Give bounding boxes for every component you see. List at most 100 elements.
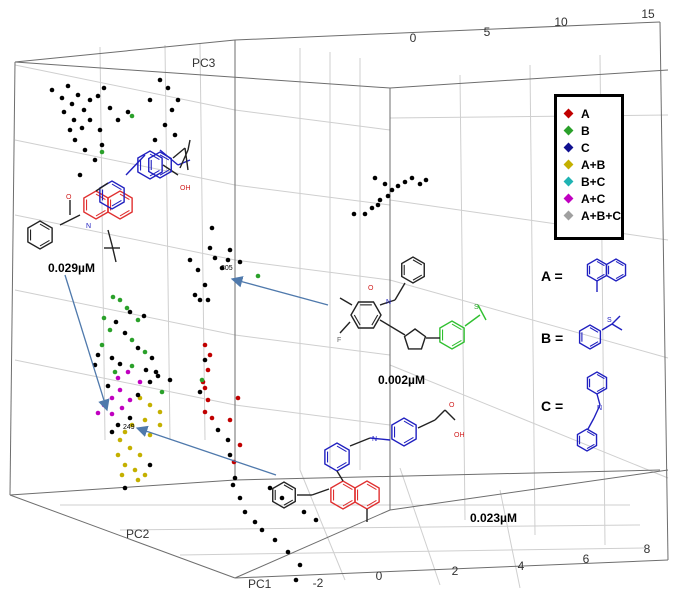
phenyl-ring-blue-bond [336,445,347,453]
sulfonylphenyl-ring-bond [451,339,462,347]
box-edge [14,61,391,89]
dimethylphenyl-ring-bond [412,259,423,266]
data-point [157,422,163,428]
data-point [77,172,83,178]
phenyl-ring-blue-bond [336,461,347,469]
data-point [122,485,128,491]
dimethylphenyl-ring-bond [412,274,423,281]
data-point [175,97,181,103]
bond [434,409,446,421]
data-point [71,117,77,123]
data-point [122,429,128,435]
phenyl-ring [27,220,53,250]
bond [611,323,623,331]
fragment-b-ring [578,324,602,350]
box-edge [14,39,236,63]
x-tick-label: 2 [452,564,459,578]
data-point [119,405,125,411]
data-point [255,273,261,279]
box-edge [659,21,669,561]
data-point [122,330,128,336]
data-point [385,193,391,199]
box-edge [389,469,669,511]
data-point [127,309,133,315]
quinoline-ring-left-bond [342,483,353,491]
bond [601,323,613,331]
arrows [64,274,329,476]
legend-label: A [581,106,590,121]
gridline [164,44,171,441]
data-point [202,409,208,415]
data-point [117,297,123,303]
y-axis-label: PC2 [126,527,150,541]
x-tick-label: -2 [313,576,324,590]
gridline [14,139,236,186]
data-point [227,417,233,423]
gridline [14,359,236,406]
data-point [101,315,107,321]
data-point [225,437,231,443]
data-point [369,205,375,211]
aminopyridine-ring-bond [111,183,122,191]
legend-label: B+C [581,174,606,189]
data-point [192,292,198,298]
data-point [202,342,208,348]
data-point [137,452,143,458]
data-point [382,181,388,187]
data-point [112,369,118,375]
data-point [209,225,215,231]
data-point [115,375,121,381]
bond [444,409,456,421]
arrow [64,274,110,412]
box-edge [234,21,661,41]
data-point [157,409,163,415]
bond [172,147,186,159]
bond [162,164,179,176]
data-point [107,327,113,333]
atom-label-o: O [66,194,72,201]
thiophene-ring [403,328,427,350]
data-point [402,179,408,185]
data-point [272,537,278,543]
arrow [230,276,329,306]
bond [339,321,351,334]
data-point [95,352,101,358]
bounding-box [9,21,669,579]
legend-item: C [563,139,621,156]
data-point [195,267,201,273]
gridline [459,74,466,521]
fragment-a-ring-2 [605,258,627,282]
fragments: SN [576,258,627,452]
benzyl-ring [148,151,172,179]
data-point [362,211,368,217]
phenyl-ring-blue [324,442,350,472]
data-point [423,177,429,183]
data-point [153,369,159,375]
fragment-label-a: A = [541,268,563,284]
point-label-249: 249 [123,424,135,431]
atom-label-n: N [372,436,377,443]
data-point [205,297,211,303]
gridline [299,469,346,581]
legend-marker [563,108,574,119]
data-point [127,397,133,403]
legend-label: A+B [581,157,606,172]
box-edge [9,61,16,496]
data-point [137,379,143,385]
legend-item: A+B [563,156,621,173]
data-point [142,472,148,478]
legend-label: A+B+C [581,208,622,223]
data-point [135,392,141,398]
bond [349,437,371,447]
data-point [227,247,233,253]
bond [464,314,481,327]
atom-label-o: O [449,402,455,409]
data-point [95,410,101,416]
data-point [235,395,241,401]
gridline [389,199,669,241]
gridline [199,43,206,441]
